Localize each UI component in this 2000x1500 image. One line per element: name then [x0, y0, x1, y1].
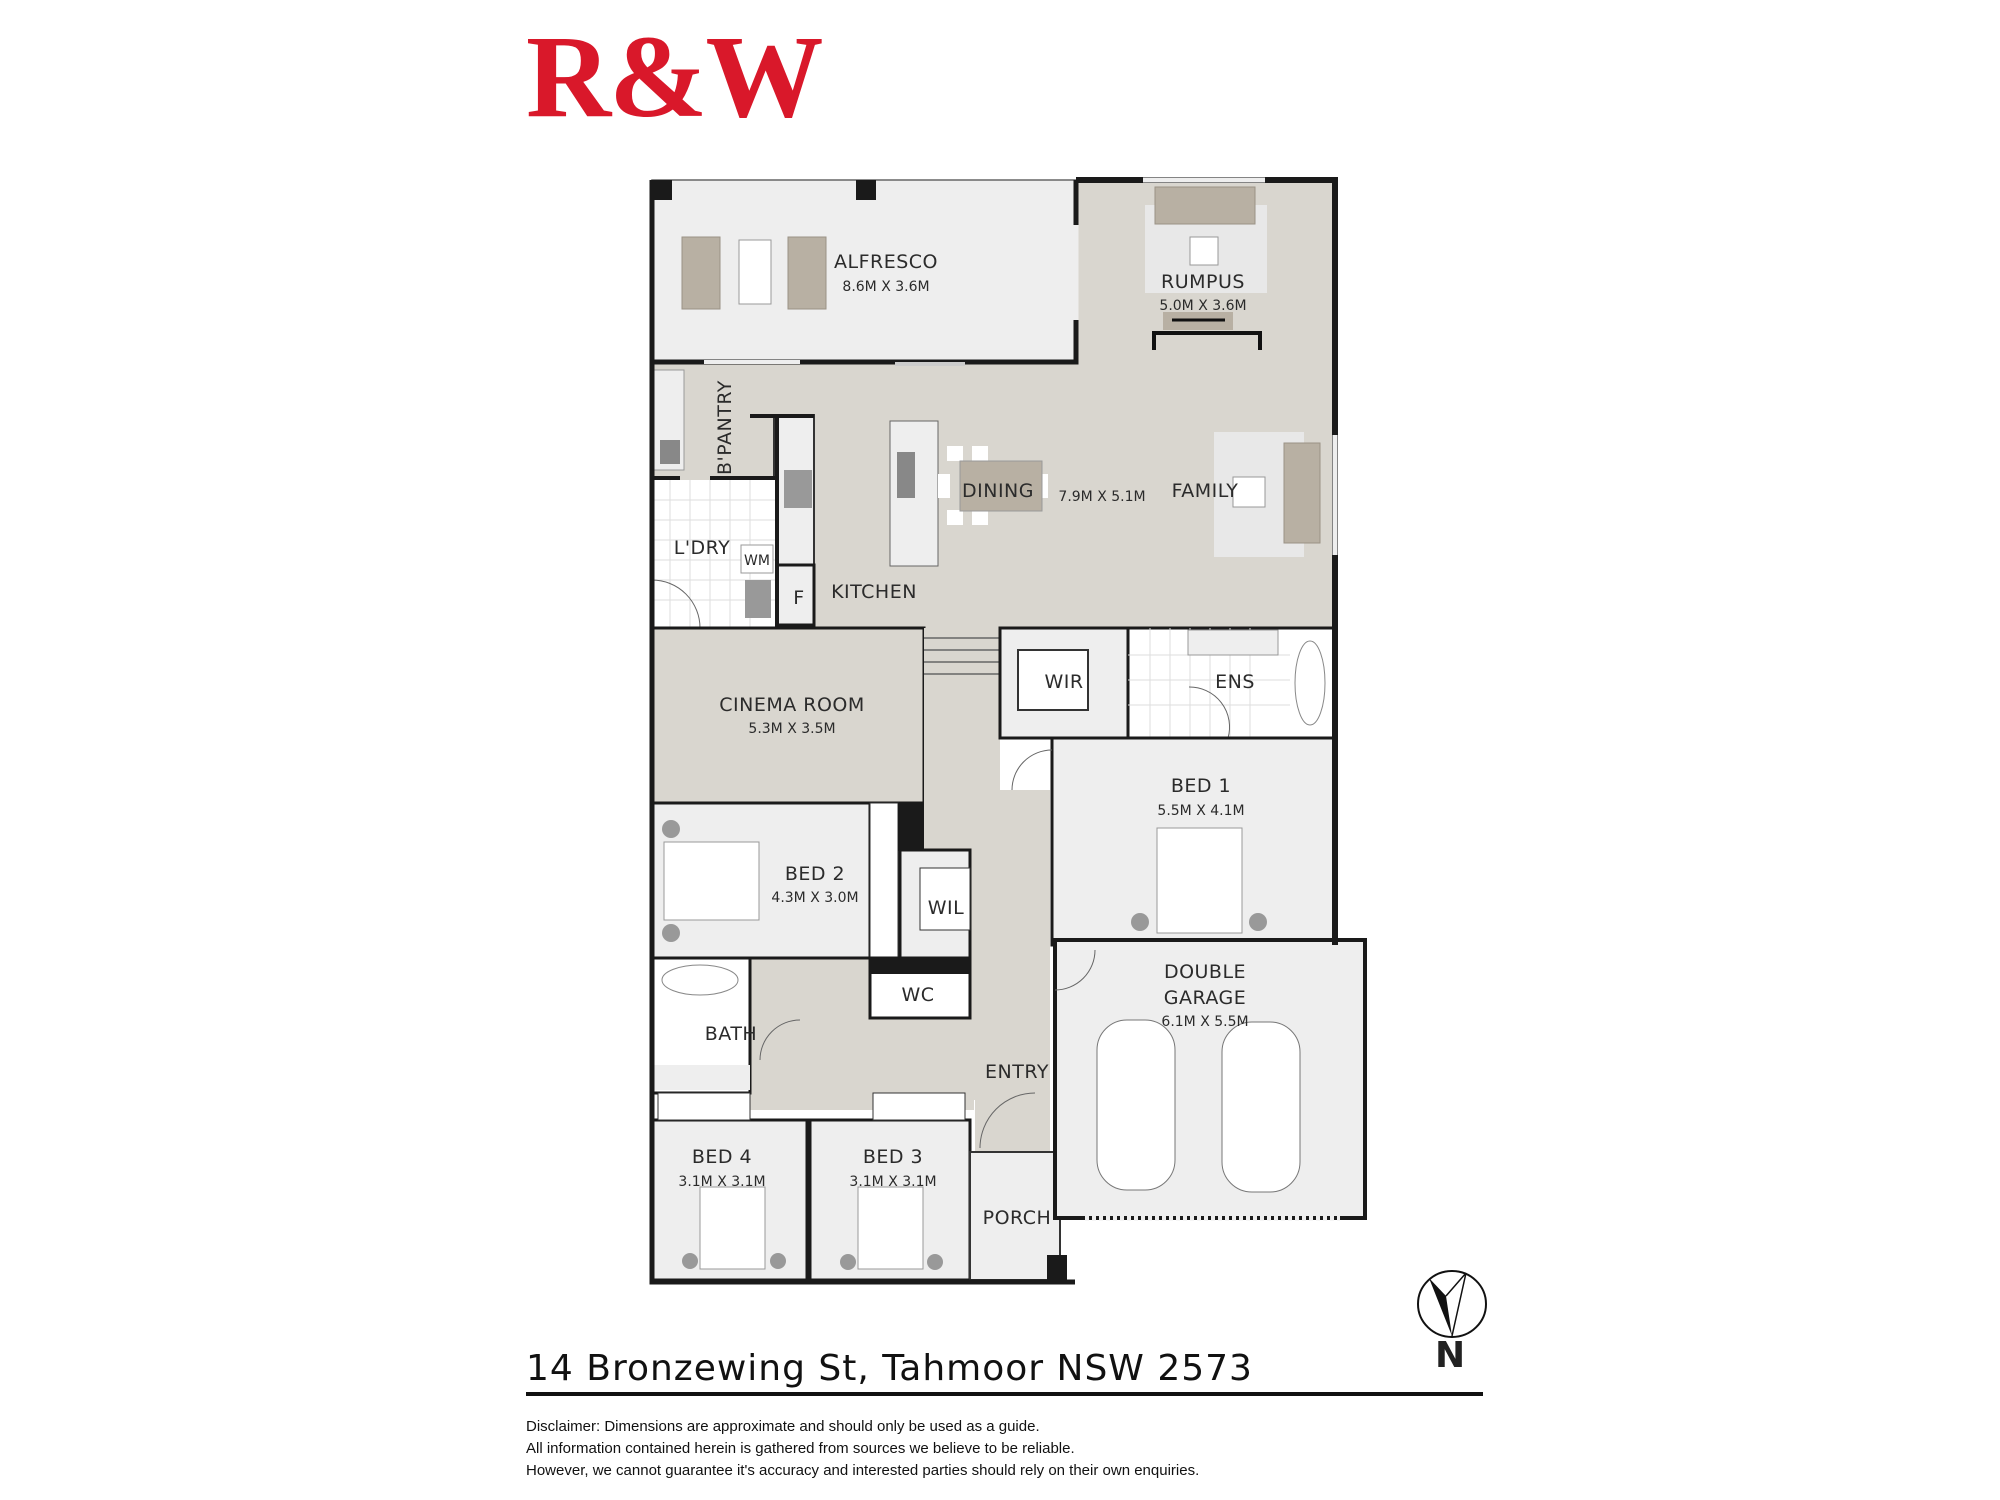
- room-dims-bed4: 3.1M X 3.1M: [678, 1174, 765, 1190]
- room-label-bed1: BED 1: [1171, 775, 1231, 797]
- disclaimer-line: Disclaimer: Dimensions are approximate a…: [526, 1418, 1040, 1435]
- room-label-garage-line1: DOUBLE: [1164, 961, 1246, 983]
- compass-icon: [1417, 1270, 1487, 1338]
- fridge-label: F: [793, 587, 804, 609]
- washing-machine-label: WM: [744, 553, 770, 569]
- room-label-entry: ENTRY: [985, 1061, 1049, 1083]
- disclaimer-line: All information contained herein is gath…: [526, 1440, 1075, 1457]
- disclaimer-line: However, we cannot guarantee it's accura…: [526, 1462, 1200, 1479]
- room-label-bed3: BED 3: [863, 1146, 923, 1168]
- bed1-bed: [1156, 827, 1243, 934]
- room-label-dining: DINING: [962, 480, 1034, 502]
- bed3-bed: [857, 1186, 924, 1270]
- room-dims-bed1: 5.5M X 4.1M: [1157, 803, 1244, 819]
- disclaimer: Disclaimer: Dimensions are approximate a…: [526, 1416, 1199, 1482]
- room-label-bath: BATH: [705, 1023, 757, 1045]
- bed2-bed: [663, 841, 760, 921]
- room-label-garage-line2: GARAGE: [1164, 987, 1247, 1009]
- room-label-bpantry: B'PANTRY: [714, 380, 736, 475]
- room-label-wir: WIR: [1044, 671, 1083, 693]
- divider: [526, 1392, 1483, 1396]
- rumpus-sofa: [1154, 186, 1256, 225]
- compass-north-label: N: [1435, 1335, 1466, 1376]
- outdoor-table: [738, 239, 772, 305]
- room-label-kitchen: KITCHEN: [831, 581, 917, 603]
- cinema-area: [650, 626, 926, 805]
- room-label-cinema: CINEMA ROOM: [719, 694, 865, 716]
- car-icon: [1221, 1021, 1301, 1193]
- room-label-ens: ENS: [1215, 671, 1255, 693]
- room-label-laundry: L'DRY: [674, 537, 731, 559]
- room-label-porch: PORCH: [983, 1207, 1052, 1229]
- room-label-alfresco: ALFRESCO: [834, 251, 938, 273]
- outdoor-sofa: [787, 236, 827, 310]
- property-address: 14 Bronzewing St, Tahmoor NSW 2573: [526, 1348, 1253, 1389]
- room-label-wc: WC: [901, 984, 934, 1006]
- room-label-wil: WIL: [928, 897, 964, 919]
- room-dims-dining: 7.9M X 5.1M: [1058, 489, 1145, 505]
- room-dims-bed2: 4.3M X 3.0M: [771, 890, 858, 906]
- room-dims-rumpus: 5.0M X 3.6M: [1159, 298, 1246, 314]
- family-sofa: [1283, 442, 1321, 544]
- dining-table: [959, 460, 1043, 512]
- bed4-bed: [699, 1186, 766, 1270]
- room-dims-cinema: 5.3M X 3.5M: [748, 721, 835, 737]
- outdoor-sofa: [681, 236, 721, 310]
- brand-logo: R&W: [526, 11, 824, 142]
- room-label-family: FAMILY: [1172, 480, 1239, 502]
- car-icon: [1096, 1019, 1176, 1191]
- room-label-rumpus: RUMPUS: [1161, 271, 1245, 293]
- alfresco-area: [651, 179, 1077, 363]
- room-label-bed4: BED 4: [692, 1146, 752, 1168]
- room-label-bed2: BED 2: [785, 863, 845, 885]
- room-dims-bed3: 3.1M X 3.1M: [849, 1174, 936, 1190]
- room-dims-garage: 6.1M X 5.5M: [1161, 1014, 1248, 1030]
- room-dims-alfresco: 8.6M X 3.6M: [842, 279, 929, 295]
